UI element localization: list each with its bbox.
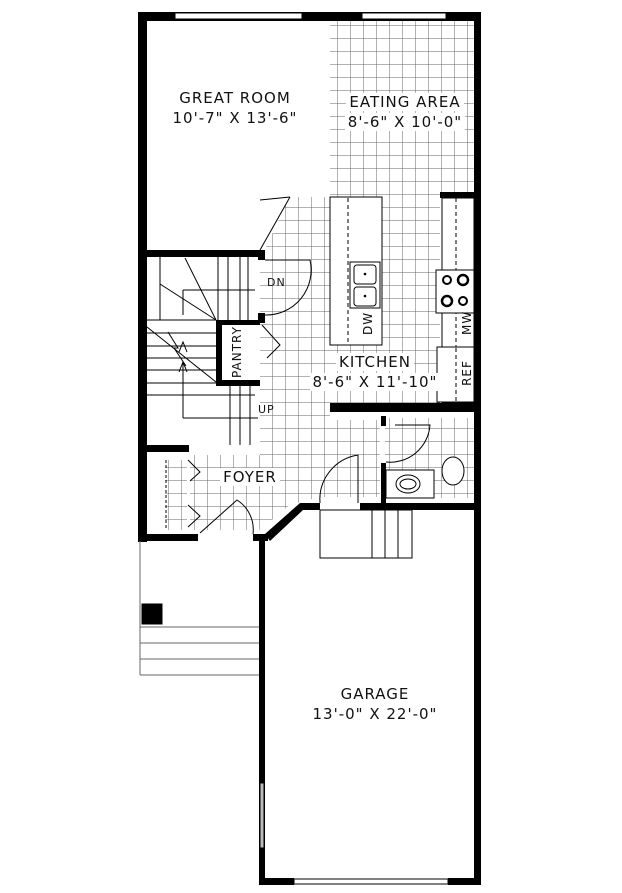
fixture-label-ref: REF [460,360,474,386]
room-name: KITCHEN [336,353,414,371]
room-dimensions: 8'-6" X 10'-0" [344,113,466,131]
kitchen-island [329,196,383,346]
staircase [146,196,291,445]
room-label-great-room: GREAT ROOM 10'-7" X 13'-6" [160,88,310,128]
bathroom-fixtures [385,456,465,499]
stair-label-down: DN [267,276,286,289]
room-dimensions: 10'-7" X 13'-6" [172,109,298,127]
room-name: EATING AREA [346,93,464,111]
room-name: GREAT ROOM [179,89,291,107]
room-dimensions: 8'-6" X 11'-10" [309,373,441,391]
room-name: GARAGE [340,685,410,703]
room-label-kitchen: KITCHEN 8'-6" X 11'-10" [305,352,445,392]
front-porch [139,541,259,676]
windows [174,12,449,885]
exterior-walls [138,12,481,885]
room-label-garage: GARAGE 13'-0" X 22'-0" [300,684,450,724]
room-dimensions: 13'-0" X 22'-0" [312,705,438,723]
interior-walls [147,192,480,503]
doors [165,259,431,535]
room-label-eating-area: EATING AREA 8'-6" X 10'-0" [335,92,475,132]
fixture-label-mw: MW [460,310,474,335]
fixture-label-dw: DW [361,311,375,335]
room-label-foyer: FOYER [210,467,290,487]
stair-label-up: UP [258,403,275,416]
right-counter [435,197,475,404]
room-name: FOYER [220,468,280,486]
garage-steps [319,509,413,559]
room-label-pantry: PANTRY [230,326,244,378]
